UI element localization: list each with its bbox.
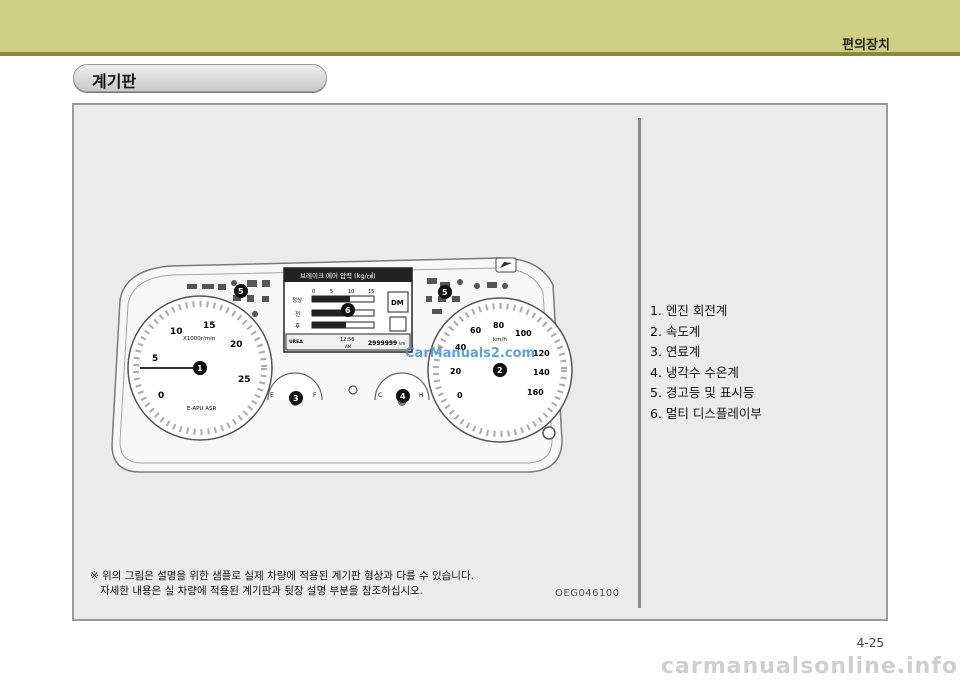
display-scale-15: 15 xyxy=(368,289,374,295)
temp-label-h: H xyxy=(419,392,424,399)
display-scale-0: 0 xyxy=(312,289,315,295)
display-dm: DM xyxy=(391,299,404,307)
speed-label-80: 80 xyxy=(493,321,505,330)
speed-label-160: 160 xyxy=(527,388,544,397)
display-odo: 2999999 xyxy=(368,340,397,347)
display-scale-5: 5 xyxy=(330,289,333,295)
figure-code: OEG046100 xyxy=(555,588,620,599)
speed-label-40: 40 xyxy=(455,343,467,352)
display-row-front: 전 xyxy=(295,310,300,318)
callout-5-right: 5 xyxy=(438,285,452,299)
tach-label-15: 15 xyxy=(203,321,216,331)
svg-text:3: 3 xyxy=(293,394,299,403)
center-watermark: CarManuals2.com xyxy=(405,346,536,361)
cluster-housing-inner xyxy=(119,267,553,464)
footer-watermark: carmanualsonline.info xyxy=(661,654,958,679)
speed-label-100: 100 xyxy=(515,329,532,338)
panel-divider xyxy=(638,118,641,608)
legend-item-1: 1. 엔진 회전계 xyxy=(650,303,728,318)
legend-item-6: 6. 멀티 디스플레이부 xyxy=(650,405,762,421)
figure-note: ※ 위의 그림은 설명을 위한 샘플로 실제 차량에 적용된 계기판 형상과 다… xyxy=(90,569,474,599)
note-line-1: ※ 위의 그림은 설명을 위한 샘플로 실제 차량에 적용된 계기판 형상과 다… xyxy=(90,570,474,582)
page-number: 4-25 xyxy=(856,636,884,650)
top-band-line xyxy=(0,52,960,56)
tach-label-25: 25 xyxy=(238,375,251,385)
tach-label-5: 5 xyxy=(152,354,158,364)
display-row-normal: 정상 xyxy=(292,296,302,304)
callout-1: 1 xyxy=(193,361,207,375)
display-title: 브레이크 에어 압력 (kg/㎠) xyxy=(300,271,376,280)
fuel-label-e: E xyxy=(270,392,274,399)
display-urea: UREA xyxy=(289,339,303,345)
speed-label-60: 60 xyxy=(470,326,482,335)
speed-unit: km/h xyxy=(493,337,507,343)
chapter-title: 편의장치 xyxy=(842,38,890,53)
temp-label-c: C xyxy=(378,392,382,399)
display-row-rear: 후 xyxy=(295,323,300,330)
center-lamp-icon xyxy=(348,385,358,395)
section-heading: 계기판 xyxy=(73,64,327,92)
callout-4: 4 xyxy=(396,389,410,403)
tach-label-10: 10 xyxy=(170,327,183,337)
multi-display xyxy=(283,267,413,353)
display-scale-10: 10 xyxy=(348,289,354,295)
speed-label-120: 120 xyxy=(533,349,550,358)
svg-text:6: 6 xyxy=(345,306,351,315)
top-band xyxy=(0,0,960,52)
callout-5-left: 5 xyxy=(234,284,248,298)
svg-text:2: 2 xyxy=(497,366,503,375)
speed-label-20: 20 xyxy=(450,367,462,376)
legend-list: 1. 엔진 회전계 2. 속도계 3. 연료계 4. 냉각수 수온계 5. 경고… xyxy=(650,301,762,424)
warning-lamps-left xyxy=(187,280,270,317)
svg-text:4: 4 xyxy=(400,392,406,401)
reset-knob-icon xyxy=(542,426,556,440)
callout-3: 3 xyxy=(289,391,303,405)
callout-6: 6 xyxy=(341,303,355,317)
warning-balloon-icon xyxy=(495,257,517,273)
svg-text:1: 1 xyxy=(197,364,203,373)
note-line-2: 자세한 내용은 실 차량에 적용된 계기판과 뒷장 설명 부분을 참조하십시오. xyxy=(100,585,424,597)
svg-text:5: 5 xyxy=(442,288,448,297)
section-title: 계기판 xyxy=(92,72,137,91)
display-odo-unit: km xyxy=(399,341,405,346)
display-time: 12:56 xyxy=(340,337,354,343)
tach-label-20: 20 xyxy=(230,340,243,350)
tach-label-0: 0 xyxy=(158,391,164,401)
tach-indicator-text: E-APU ASR xyxy=(187,406,216,412)
legend-item-4: 4. 냉각수 수온계 xyxy=(650,364,739,380)
legend-item-3: 3. 연료계 xyxy=(650,344,701,359)
callout-2: 2 xyxy=(493,363,507,377)
speed-label-0: 0 xyxy=(457,391,463,400)
display-ampm: AM xyxy=(345,344,352,349)
svg-text:5: 5 xyxy=(238,287,244,296)
legend-item-2: 2. 속도계 xyxy=(650,323,701,339)
legend-item-5: 5. 경고등 및 표시등 xyxy=(650,385,755,400)
speed-label-140: 140 xyxy=(533,368,550,377)
tach-unit: X1000r/min xyxy=(183,336,216,342)
fuel-label-f: F xyxy=(313,392,317,399)
